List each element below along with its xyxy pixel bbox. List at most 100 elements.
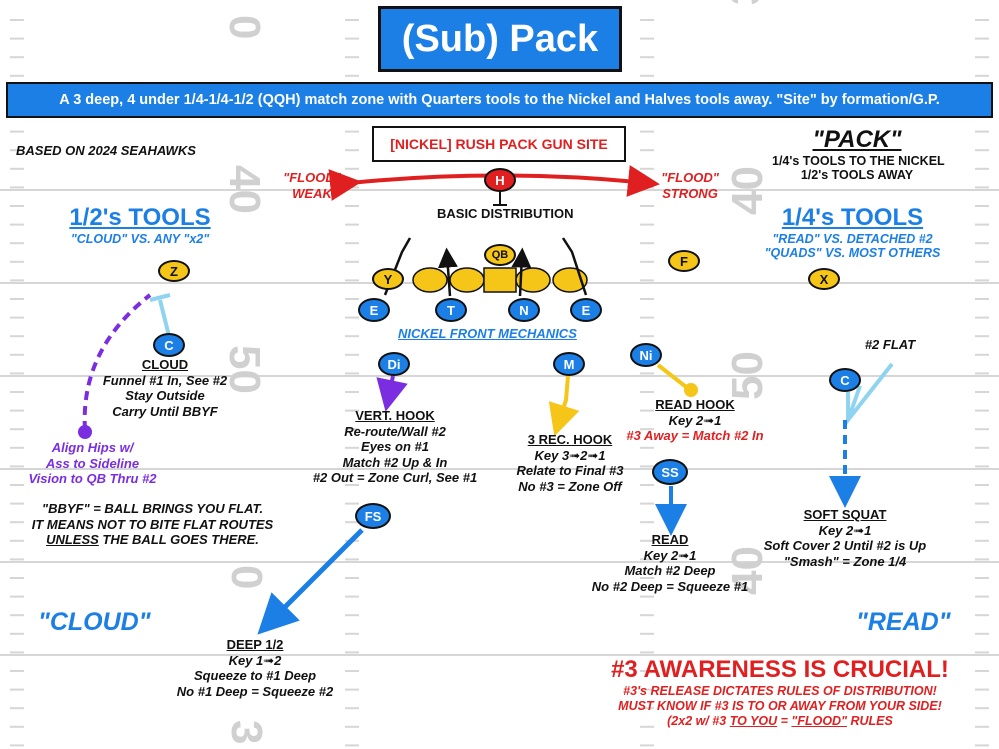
- read-rules-line-1: Key 2➟1: [643, 547, 697, 563]
- field-number-50-right: 50: [723, 351, 772, 400]
- flood-weak-label: "FLOOD" WEAK: [272, 170, 352, 202]
- quarters-title: 1/4's TOOLS: [781, 204, 924, 231]
- awareness-line-3a: (2x2 w/ #3: [667, 714, 730, 728]
- ol-lt: [412, 267, 448, 293]
- mike-drop-arrow: [548, 375, 580, 437]
- awareness-title: #3 AWARENESS IS CRUCIAL!: [611, 656, 949, 683]
- cloud-rules-line-1: Funnel #1 In, See #2: [102, 372, 228, 388]
- bbyf-line-2: IT MEANS NOT TO BITE FLAT ROUTES: [31, 516, 274, 532]
- bbyf-note: "BBYF" = BALL BRINGS YOU FLAT. IT MEANS …: [0, 501, 305, 548]
- read-big-label: "READ": [856, 608, 951, 636]
- align-hips-line-3: Vision to QB Thru #2: [28, 471, 157, 486]
- basic-distribution-label: BASIC DISTRIBUTION: [437, 206, 574, 221]
- player-c-left: C: [153, 333, 185, 357]
- three-rec-hook-line-3: No #3 = Zone Off: [518, 478, 622, 494]
- cloud-rules: CLOUD Funnel #1 In, See #2 Stay Outside …: [80, 357, 250, 419]
- field-numbers: 0 3 40 40 50 50 0 40 3: [220, 0, 772, 744]
- nickel-front-label: NICKEL FRONT MECHANICS: [398, 326, 577, 341]
- player-f: F: [668, 250, 700, 272]
- field-number-40-left: 40: [220, 165, 269, 214]
- three-rec-hook-rules: 3 REC. HOOK Key 3➟2➟1 Relate to Final #3…: [480, 432, 660, 494]
- player-e-left: E: [358, 298, 390, 322]
- player-x: X: [808, 268, 840, 290]
- bbyf-line-3-rest: THE BALL GOES THERE.: [98, 532, 259, 547]
- halves-title: 1/2's TOOLS: [69, 204, 211, 231]
- player-qb: QB: [484, 244, 516, 266]
- field-number-40-lower-right: 40: [723, 546, 772, 595]
- flat-2-label: #2 FLAT: [864, 337, 916, 352]
- read-rules-heading: READ: [651, 532, 689, 547]
- bbyf-unless: UNLESS: [46, 532, 99, 547]
- player-n: N: [508, 298, 540, 322]
- flood-strong-line-2: STRONG: [662, 186, 718, 201]
- awareness-line-2: MUST KNOW IF #3 IS TO OR AWAY FROM YOUR …: [618, 699, 942, 713]
- soft-squat-line-3: "Smash" = Zone 1/4: [783, 553, 907, 569]
- based-on-label: BASED ON 2024 SEAHAWKS: [16, 143, 196, 158]
- align-hips-line-2: Ass to Sideline: [45, 455, 140, 471]
- page-title: (Sub) Pack: [378, 6, 622, 72]
- player-m: M: [553, 352, 585, 376]
- deep-half-heading: DEEP 1/2: [226, 637, 284, 652]
- awareness-note: #3 AWARENESS IS CRUCIAL! #3's RELEASE DI…: [580, 656, 980, 729]
- vert-hook-heading: VERT. HOOK: [355, 408, 435, 423]
- bbyf-line-3: UNLESS THE BALL GOES THERE.: [0, 532, 305, 548]
- awareness-line-1: #3's RELEASE DICTATES RULES OF DISTRIBUT…: [623, 684, 937, 698]
- align-hips-path: [82, 293, 152, 431]
- ol-center: [483, 267, 517, 293]
- cloud-big-label: "CLOUD": [38, 608, 151, 636]
- site-box: [NICKEL] RUSH PACK GUN SITE: [372, 126, 626, 162]
- player-h: H: [484, 168, 516, 192]
- scheme-banner: A 3 deep, 4 under 1/4-1/4-1/2 (QQH) matc…: [6, 82, 993, 118]
- awareness-line-3c: =: [777, 714, 792, 728]
- flood-weak-line-1: "FLOOD": [283, 170, 341, 185]
- flood-strong-line-1: "FLOOD": [661, 170, 719, 185]
- vert-hook-line-1: Re-route/Wall #2: [344, 423, 446, 439]
- quarters-tools: 1/4's TOOLS "READ" VS. DETACHED #2 "QUAD…: [745, 204, 960, 260]
- flood-strong-label: "FLOOD" STRONG: [650, 170, 730, 202]
- vert-hook-line-2: Eyes on #1: [361, 439, 429, 454]
- pack-summary: "PACK" 1/4's TOOLS TO THE NICKEL 1/2's T…: [772, 126, 945, 182]
- align-hips-line-1: Align Hips w/: [51, 440, 134, 455]
- soft-squat-line-1: Key 2➟1: [818, 522, 872, 538]
- awareness-line-3: (2x2 w/ #3 TO YOU = "FLOOD" RULES: [580, 714, 980, 729]
- awareness-to-you: TO YOU: [729, 714, 778, 728]
- soft-squat-line-2: Soft Cover 2 Until #2 is Up: [763, 538, 927, 553]
- player-y: Y: [372, 268, 404, 290]
- offensive-line: [412, 267, 588, 293]
- nickel-read-hook-path: [656, 363, 692, 392]
- bbyf-line-1: "BBYF" = BALL BRINGS YOU FLAT.: [41, 501, 264, 516]
- flood-weak-line-2: WEAK: [292, 186, 332, 201]
- pack-line-2: 1/2's TOOLS AWAY: [800, 168, 914, 182]
- player-ni: Ni: [630, 343, 662, 367]
- quarters-subtitle-2: "QUADS" VS. MOST OTHERS: [764, 246, 941, 260]
- ol-rg: [515, 267, 551, 293]
- read-hook-line-2: #3 Away = Match #2 In: [626, 428, 764, 443]
- deep-half-line-2: Squeeze to #1 Deep: [193, 668, 317, 683]
- align-hips-note: Align Hips w/ Ass to Sideline Vision to …: [0, 440, 185, 487]
- halves-subtitle: "CLOUD" VS. ANY "x2": [70, 232, 210, 246]
- player-fs: FS: [355, 503, 391, 529]
- yard-lines: [0, 189, 999, 656]
- player-z: Z: [158, 260, 190, 282]
- awareness-line-3e: RULES: [847, 714, 893, 728]
- vert-hook-line-3: Match #2 Up & In: [342, 454, 448, 470]
- ol-lg: [449, 267, 485, 293]
- player-ss: SS: [652, 459, 688, 485]
- cloud-rules-line-3: Carry Until BBYF: [112, 403, 218, 419]
- awareness-flood: "FLOOD": [791, 714, 848, 728]
- vert-hook-rules: VERT. HOOK Re-route/Wall #2 Eyes on #1 M…: [290, 408, 500, 486]
- field-number-40-right: 40: [723, 166, 772, 215]
- read-hook-line-1: Key 2➟1: [668, 412, 722, 428]
- soft-squat-heading: SOFT SQUAT: [803, 507, 887, 522]
- vert-hook-line-4: #2 Out = Zone Curl, See #1: [312, 470, 478, 485]
- read-hook-rules: READ HOOK Key 2➟1 #3 Away = Match #2 In: [600, 397, 790, 444]
- player-c-right: C: [829, 368, 861, 392]
- halves-tools: 1/2's TOOLS "CLOUD" VS. ANY "x2": [50, 204, 230, 246]
- pack-line-1: 1/4's TOOLS TO THE NICKEL: [772, 154, 945, 168]
- three-rec-hook-line-1: Key 3➟2➟1: [534, 447, 606, 463]
- field-number-0-lower-left: 0: [222, 565, 271, 589]
- dime-drop-arrow: [376, 375, 408, 412]
- player-di: Di: [378, 352, 410, 376]
- read-rules-line-2: Match #2 Deep: [624, 563, 716, 578]
